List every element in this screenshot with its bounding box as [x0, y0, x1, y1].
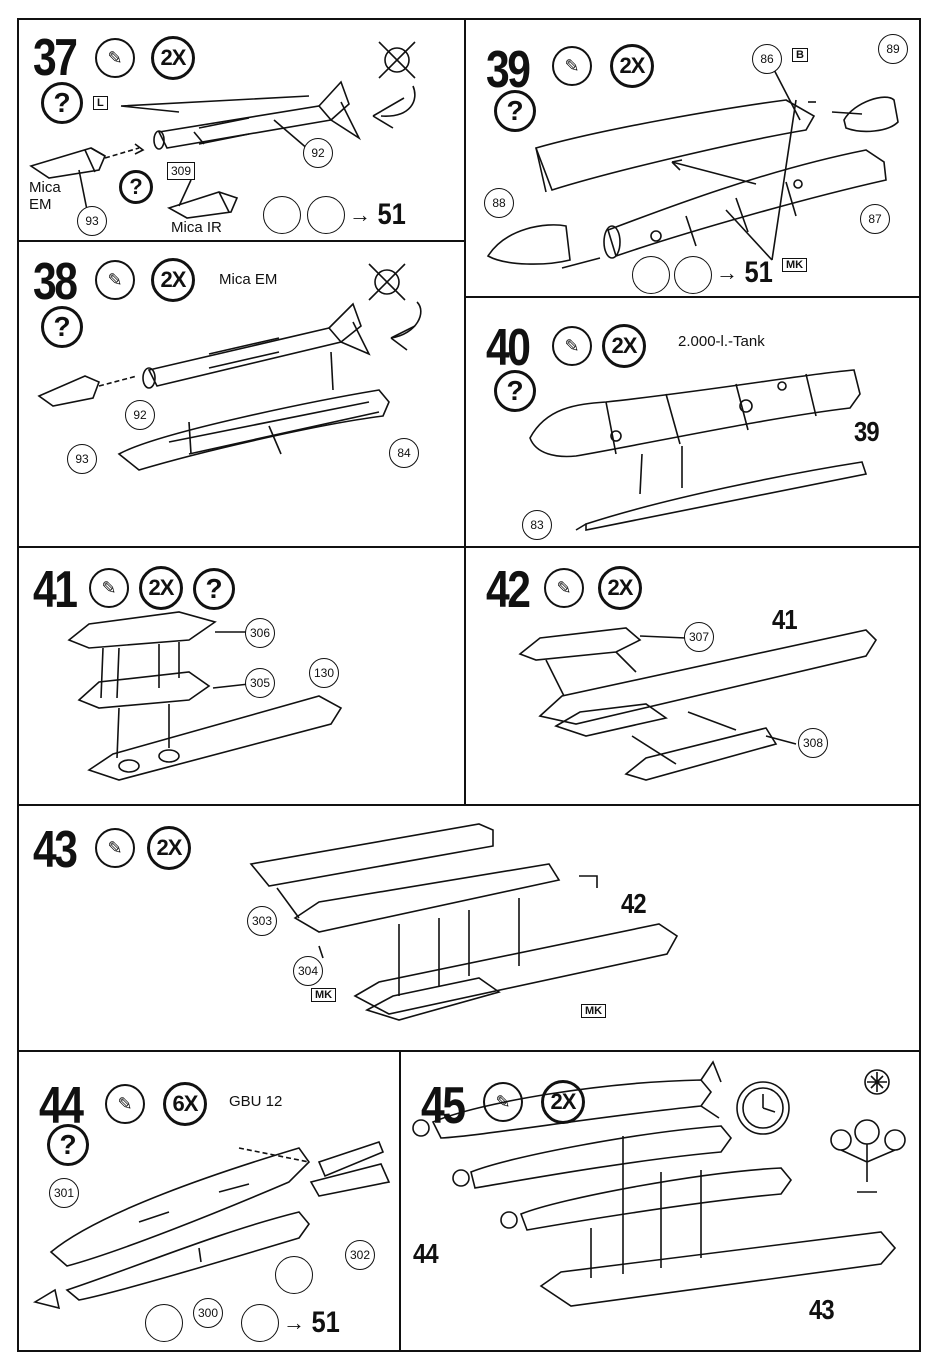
quantity-badge: 2X — [147, 826, 191, 870]
paint-brush-icon — [674, 256, 712, 294]
glue-tube-icon: ✎ — [95, 38, 135, 78]
panel-step-43: 43 ✎ 2X 303 304 MK MK 42 — [17, 804, 921, 1052]
question-icon: ? — [41, 82, 83, 124]
quantity-badge: 2X — [151, 258, 195, 302]
decal-label: L — [93, 96, 108, 110]
panel-step-45: 45 ✎ 2X 44 43 — [399, 1050, 921, 1352]
step-number: 40 — [486, 322, 529, 374]
reference-step-44: 44 — [413, 1238, 438, 1270]
reference-step: 39 — [854, 416, 879, 448]
part-number-307: 307 — [684, 622, 714, 652]
decal-label-b: B — [792, 48, 808, 62]
reference-step: 42 — [621, 888, 646, 920]
next-step-ref: → 51 — [283, 1306, 342, 1340]
part-number-304: 304 — [293, 956, 323, 986]
decal-label-mk: MK — [311, 988, 336, 1002]
glue-tube-icon: ✎ — [95, 260, 135, 300]
glue-tube-icon: ✎ — [105, 1084, 145, 1124]
question-icon: ? — [47, 1124, 89, 1166]
part-number-92: 92 — [303, 138, 333, 168]
decal-label-mk: MK — [782, 258, 807, 272]
step-45-drawing — [401, 1052, 921, 1352]
step-title: 2.000-l.-Tank — [678, 334, 765, 351]
part-number-130: 130 — [309, 658, 339, 688]
question-icon: ? — [41, 306, 83, 348]
question-icon: ? — [494, 370, 536, 412]
panel-step-39: 39 ✎ 2X ? 86 B 89 88 87 MK → 51 — [464, 18, 921, 298]
part-number-301: 301 — [49, 1178, 79, 1208]
decal-water-icon — [632, 256, 670, 294]
step-number: 39 — [486, 44, 529, 96]
decal-label-mk: MK — [581, 1004, 606, 1018]
reference-step-43: 43 — [809, 1294, 834, 1326]
next-step-ref: → 51 — [716, 256, 775, 290]
quantity-badge: 2X — [139, 566, 183, 610]
panel-step-44: 44 ✎ 6X GBU 12 ? 301 302 300 → 51 — [17, 1050, 401, 1352]
part-number-92: 92 — [125, 400, 155, 430]
part-number-89: 89 — [878, 34, 908, 64]
part-number-308: 308 — [798, 728, 828, 758]
step-number: 43 — [33, 824, 76, 876]
step-number: 38 — [33, 256, 76, 308]
quantity-badge: 2X — [598, 566, 642, 610]
panel-step-40: 40 ✎ 2X 2.000-l.-Tank ? 39 83 — [464, 296, 921, 548]
step-number: 45 — [421, 1080, 464, 1132]
panel-step-38: 38 ✎ 2X Mica EM ? 92 93 84 — [17, 240, 466, 548]
part-number-306: 306 — [245, 618, 275, 648]
quantity-badge: 2X — [151, 36, 195, 80]
step-41-drawing — [19, 548, 466, 806]
glue-tube-icon: ✎ — [552, 46, 592, 86]
part-number-303: 303 — [247, 906, 277, 936]
glue-tube-icon: ✎ — [483, 1082, 523, 1122]
glue-tube-icon: ✎ — [544, 568, 584, 608]
part-number-93: 93 — [77, 206, 107, 236]
paint-brush-icon — [241, 1304, 279, 1342]
reference-step: 41 — [772, 604, 797, 636]
next-step-ref: → 51 — [349, 198, 408, 232]
part-number-88: 88 — [484, 188, 514, 218]
part-number-86: 86 — [752, 44, 782, 74]
decal-water-icon — [263, 196, 301, 234]
question-icon: ? — [119, 170, 153, 204]
question-icon: ? — [494, 90, 536, 132]
decal-water-icon — [145, 1304, 183, 1342]
part-number-83: 83 — [522, 510, 552, 540]
part-number-84: 84 — [389, 438, 419, 468]
panel-step-41: 41 ✎ 2X ? 306 305 130 — [17, 546, 466, 806]
arrow-right-icon: → — [716, 260, 738, 286]
step-title: Mica EM — [219, 272, 277, 289]
step-number: 42 — [486, 564, 529, 616]
step-42-drawing — [466, 548, 921, 806]
part-box-309: 309 — [167, 162, 195, 180]
part-number-87: 87 — [860, 204, 890, 234]
paint-brush-icon — [307, 196, 345, 234]
part-number-93: 93 — [67, 444, 97, 474]
part-number-305: 305 — [245, 668, 275, 698]
question-icon: ? — [193, 568, 235, 610]
panel-step-42: 42 ✎ 2X 41 307 308 — [464, 546, 921, 806]
quantity-badge: 6X — [163, 1082, 207, 1126]
glue-tube-icon: ✎ — [95, 828, 135, 868]
step-number: 41 — [33, 564, 76, 616]
quantity-badge: 2X — [541, 1080, 585, 1124]
quantity-badge: 2X — [602, 324, 646, 368]
part-number-300: 300 — [193, 1298, 223, 1328]
paint-brush-icon — [275, 1256, 313, 1294]
step-title: GBU 12 — [229, 1094, 282, 1111]
glue-tube-icon: ✎ — [552, 326, 592, 366]
part-number-302: 302 — [345, 1240, 375, 1270]
glue-tube-icon: ✎ — [89, 568, 129, 608]
quantity-badge: 2X — [610, 44, 654, 88]
label-mica-ir: Mica IR — [171, 220, 222, 237]
step-number: 37 — [33, 32, 76, 84]
arrow-right-icon: → — [283, 1310, 305, 1336]
arrow-right-icon: → — [349, 202, 371, 228]
